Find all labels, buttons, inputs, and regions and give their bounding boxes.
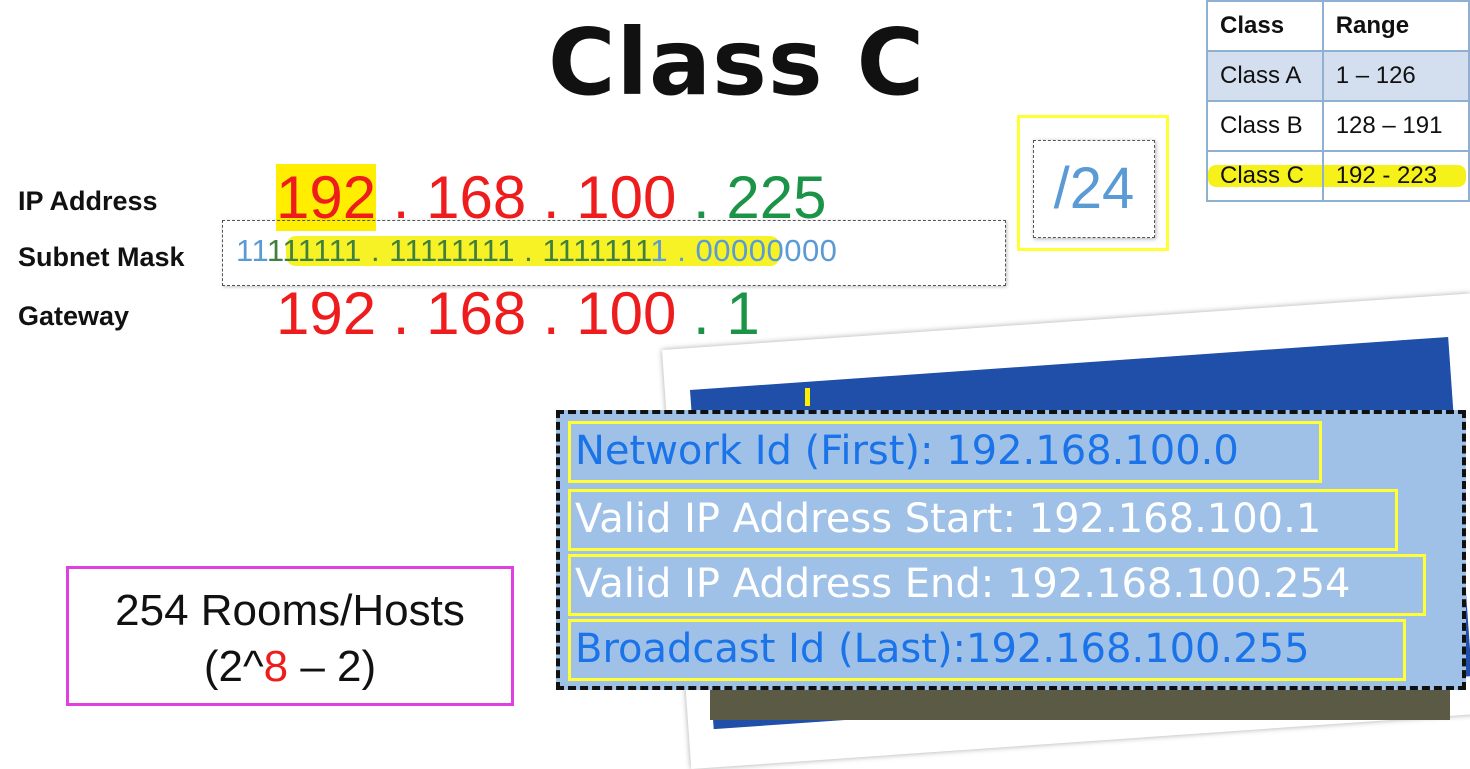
table-cell: 128 – 191 xyxy=(1321,100,1470,152)
cidr-highlight-box xyxy=(1017,115,1169,251)
gateway-octet-2: 168 xyxy=(426,280,527,347)
gateway-label: Gateway xyxy=(18,301,130,331)
table-cell: Class C xyxy=(1206,150,1324,202)
ip-octet-4: 225 xyxy=(726,164,827,231)
hosts-formula: (2^8 – 2) xyxy=(69,639,511,695)
ip-octet-3: 100 xyxy=(576,164,677,231)
yellow-marker xyxy=(805,388,810,406)
ip-octet-1: 192 xyxy=(276,164,377,231)
valid-ip-start: Valid IP Address Start: 192.168.100.1 xyxy=(568,489,1398,551)
table-cell: Class B xyxy=(1206,100,1324,152)
hosts-count: 254 Rooms/Hosts xyxy=(115,586,465,635)
subnet-mask-value: 11111111 . 11111111 . 11111111 . 0000000… xyxy=(236,231,837,271)
formula-open: (2^ xyxy=(203,642,264,691)
mask-suffix: 1 . 00000000 xyxy=(650,233,838,268)
gateway-octet-1: 192 xyxy=(276,280,377,347)
table-header-class: Class xyxy=(1206,0,1324,52)
formula-close: – 2) xyxy=(288,642,377,691)
ip-address-value: 192 . 168 . 100 . 225 xyxy=(276,164,827,231)
mask-highlight xyxy=(286,236,780,266)
ip-octet-2: 168 xyxy=(426,164,527,231)
subnet-mask-box xyxy=(222,220,1006,286)
mask-highlighted-bits: 111111 . 11111111 . 1111111 xyxy=(266,233,651,268)
table-cell: 1 – 126 xyxy=(1321,50,1470,102)
mask-prefix: 11 xyxy=(236,233,267,268)
network-id: Network Id (First): 192.168.100.0 xyxy=(568,421,1322,483)
gateway-octet-4: 1 xyxy=(726,280,760,347)
valid-ip-end: Valid IP Address End: 192.168.100.254 xyxy=(568,554,1426,616)
hosts-count-box: 254 Rooms/Hosts (2^8 – 2) xyxy=(66,566,514,706)
table-cell: 192 - 223 xyxy=(1321,150,1470,202)
gateway-octet-3: 100 xyxy=(576,280,677,347)
slide-title: Class C xyxy=(548,9,926,116)
formula-exponent: 8 xyxy=(263,642,289,691)
broadcast-id: Broadcast Id (Last):192.168.100.255 xyxy=(568,619,1406,681)
table-header-range: Range xyxy=(1321,0,1470,52)
photo-bottom-strip xyxy=(710,690,1450,720)
gateway-value: 192 . 168 . 100 . 1 xyxy=(276,280,760,347)
class-range-table: Class Range Class A 1 – 126 Class B 128 … xyxy=(1206,0,1470,202)
cidr-notation: /24 xyxy=(1033,140,1155,238)
table-cell: Class A xyxy=(1206,50,1324,102)
ip-address-label: IP Address xyxy=(18,186,158,216)
subnet-mask-label: Subnet Mask xyxy=(18,242,185,272)
